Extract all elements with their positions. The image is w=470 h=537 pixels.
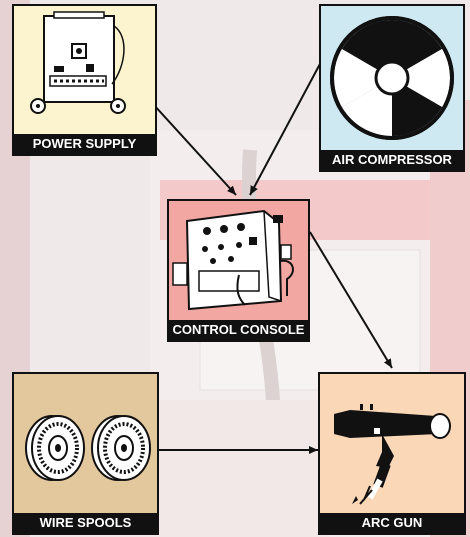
wire-spools-node: WIRE SPOOLS [12, 372, 159, 535]
power-supply-label: POWER SUPPLY [14, 134, 155, 154]
arc-gun-label: ARC GUN [320, 513, 464, 533]
arrow-control-console-to-arc-gun [309, 231, 393, 369]
air-compressor-fan-icon [321, 6, 463, 150]
control-console-label: CONTROL CONSOLE [169, 320, 308, 340]
arrow-power-supply-to-control-console [142, 92, 237, 196]
air-compressor-label: AIR COMPRESSOR [321, 150, 463, 170]
wire-spools-icon [14, 374, 157, 513]
air-compressor-node: AIR COMPRESSOR [319, 4, 465, 172]
arrow-air-compressor-to-control-console [249, 61, 322, 196]
arc-gun-node: ARC GUN [318, 372, 466, 535]
power-supply-icon [14, 6, 155, 134]
control-console-icon [169, 201, 308, 320]
power-supply-node: POWER SUPPLY [12, 4, 157, 156]
control-console-node: CONTROL CONSOLE [167, 199, 310, 342]
wire-spools-label: WIRE SPOOLS [14, 513, 157, 533]
arc-gun-icon [320, 374, 464, 513]
